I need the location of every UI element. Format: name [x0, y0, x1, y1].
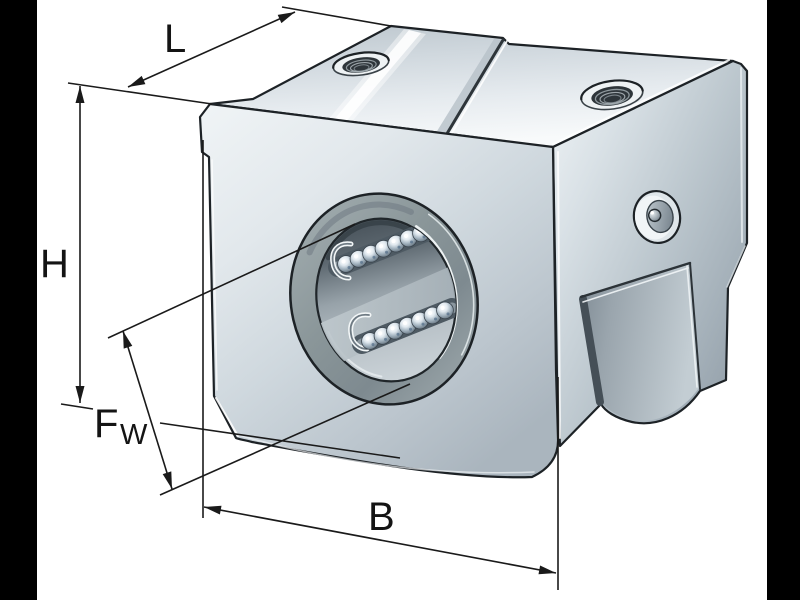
label-B: B: [368, 495, 395, 539]
right-pillarbox-bar: [767, 0, 800, 600]
groove-shadow: [434, 39, 503, 137]
housing-unit: [198, 24, 749, 479]
notch-right-edge: [689, 262, 701, 390]
bore-inner-surface-band: [305, 262, 468, 374]
ball-track-lower: [348, 298, 462, 354]
extension-line-bottom-right: [159, 422, 401, 459]
leader-line-bore-top: [107, 223, 356, 339]
front-bottom-edge-highlight: [237, 434, 535, 474]
top-groove: [443, 38, 505, 139]
threaded-hole-right: [580, 79, 644, 111]
arrowhead: [204, 505, 222, 515]
arrowhead: [123, 331, 133, 349]
right-lower-chamfer-highlight: [726, 245, 746, 288]
notch-top-edge: [579, 261, 692, 299]
dimension-L: [67, 6, 392, 105]
arrowhead: [128, 75, 146, 87]
top-groove-highlight: [448, 40, 508, 139]
front-bottom-left-chamfer-highlight: [215, 397, 239, 437]
ring-outer-highlight-arc: [293, 196, 475, 402]
dimension-Fw: [107, 223, 411, 496]
label-Fw: FW: [94, 402, 148, 451]
dimension-line-B: [203, 506, 557, 574]
top-face-highlight-band: [327, 30, 421, 130]
top-right-chamfer-highlight: [552, 59, 730, 145]
dimension-H: [60, 86, 401, 459]
ball-track-upper: [328, 221, 438, 281]
front-left-edge-highlight: [211, 159, 218, 391]
arrowhead: [277, 12, 295, 24]
leader-line-bore-bottom: [159, 383, 411, 496]
arrowhead: [162, 471, 172, 489]
arrowhead: [538, 565, 556, 575]
cavity-top-shadow: [317, 220, 455, 380]
housing-right-face: [551, 59, 749, 448]
right-edge-chamfer-highlight: [740, 67, 743, 243]
housing-top-face: [208, 24, 735, 149]
dimension-line-Fw: [122, 330, 173, 490]
mounting-notch: [579, 261, 701, 421]
ring-top-shadow-arc: [298, 201, 470, 397]
dimension-annotations: L H FW B: [40, 6, 559, 590]
label-H: H: [40, 242, 69, 286]
arrowhead: [75, 386, 85, 403]
bearing-bore: [289, 192, 479, 406]
extension-line-bottom: [60, 403, 94, 410]
notch-top-highlight: [582, 267, 689, 303]
ring-inner-highlight-arc: [310, 213, 458, 385]
extension-line-back-top: [281, 6, 392, 27]
front-right-edge-highlight: [557, 151, 561, 439]
label-L: L: [164, 17, 186, 61]
threaded-hole-left: [332, 51, 390, 77]
extension-line-front-top: [67, 82, 213, 105]
notch-left-wall: [579, 295, 604, 406]
dimension-line-L: [127, 11, 296, 88]
notch-right-highlight: [686, 265, 698, 388]
left-pillarbox-bar: [0, 0, 37, 600]
arrowhead: [75, 86, 85, 103]
grease-nipple: [632, 189, 682, 245]
dimension-B: [202, 140, 559, 590]
